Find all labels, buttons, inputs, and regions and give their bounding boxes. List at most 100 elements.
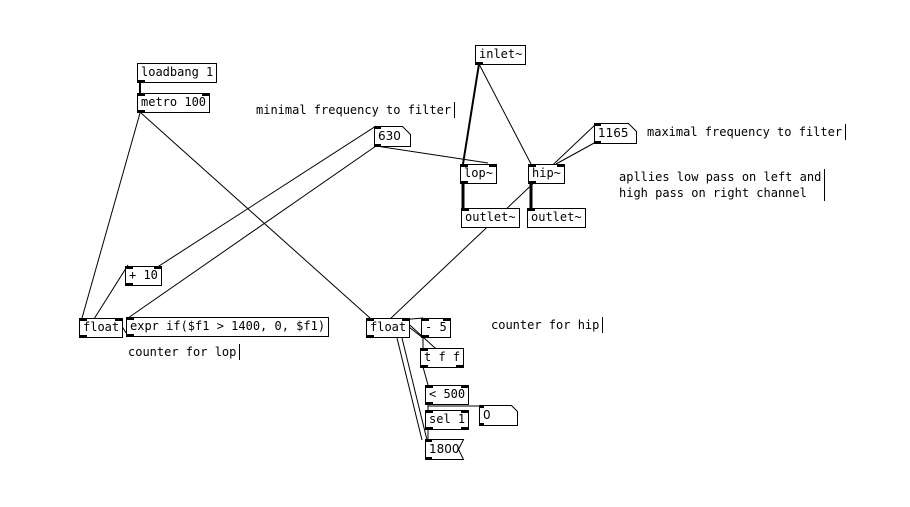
number-box-min-freq[interactable]: 630 bbox=[378, 129, 401, 143]
inlet[interactable] bbox=[425, 410, 433, 413]
inlet[interactable] bbox=[425, 385, 433, 388]
object-label: + 10 bbox=[129, 268, 158, 282]
inlet[interactable] bbox=[421, 318, 429, 321]
object-expr[interactable]: expr if($f1 > 1400, 0, $f1) bbox=[126, 317, 330, 337]
nb-1165-inlet bbox=[594, 123, 601, 126]
object-outlet-left[interactable]: outlet~ bbox=[461, 208, 520, 228]
connection[interactable] bbox=[422, 366, 429, 386]
object-label: t f f bbox=[424, 350, 461, 364]
connection[interactable] bbox=[401, 337, 428, 441]
outlet[interactable] bbox=[456, 365, 465, 368]
object-label: lop~ bbox=[464, 166, 493, 180]
comment-hip-counter: counter for hip bbox=[491, 317, 604, 333]
object-loadbang[interactable]: loadbang 1 bbox=[137, 63, 218, 83]
object-label: outlet~ bbox=[465, 210, 516, 224]
connection[interactable] bbox=[375, 145, 489, 164]
object-label: inlet~ bbox=[479, 47, 523, 61]
object-label: < 500 bbox=[429, 387, 466, 401]
object-label: sel 1 bbox=[429, 412, 466, 426]
connection[interactable] bbox=[140, 112, 371, 319]
inlet[interactable] bbox=[126, 317, 134, 320]
inlet[interactable] bbox=[79, 318, 87, 321]
comment-min-freq: minimal frequency to filter bbox=[256, 102, 456, 118]
inlet[interactable] bbox=[202, 93, 211, 96]
inlet[interactable] bbox=[420, 348, 428, 351]
inlet[interactable] bbox=[442, 318, 451, 321]
nb-0-inlet bbox=[479, 405, 484, 408]
object-hip-tilde[interactable]: hip~ bbox=[528, 164, 565, 184]
msg-1800-inlet bbox=[425, 439, 432, 442]
inlet[interactable] bbox=[527, 208, 535, 211]
msg-1800-outlet bbox=[425, 457, 432, 460]
inlet[interactable] bbox=[125, 266, 133, 269]
outlet[interactable] bbox=[126, 334, 134, 337]
object-label: float bbox=[370, 320, 407, 334]
outlet[interactable] bbox=[425, 402, 433, 405]
outlet[interactable] bbox=[137, 80, 145, 83]
number-box-shape-1165 bbox=[594, 123, 637, 144]
inlet[interactable] bbox=[528, 164, 536, 167]
outlet[interactable] bbox=[125, 283, 133, 286]
object-plus-10[interactable]: + 10 bbox=[125, 266, 162, 286]
outlet[interactable] bbox=[425, 427, 433, 430]
nb-630-outlet bbox=[374, 144, 381, 147]
inlet[interactable] bbox=[115, 318, 124, 321]
number-box-max-freq[interactable]: 1165 bbox=[598, 126, 629, 140]
object-metro[interactable]: metro 100 bbox=[137, 93, 211, 113]
inlet[interactable] bbox=[402, 318, 411, 321]
object-outlet-right[interactable]: outlet~ bbox=[527, 208, 586, 228]
inlet[interactable] bbox=[366, 318, 374, 321]
outlet[interactable] bbox=[366, 335, 374, 338]
nb-0-outlet bbox=[479, 423, 484, 426]
connection[interactable] bbox=[478, 63, 532, 165]
inlet[interactable] bbox=[461, 385, 470, 388]
outlet[interactable] bbox=[137, 110, 145, 113]
object-label: loadbang 1 bbox=[141, 65, 214, 79]
object-minus-5[interactable]: - 5 bbox=[421, 318, 451, 338]
object-label: metro 100 bbox=[141, 95, 207, 109]
object-sel-1[interactable]: sel 1 bbox=[425, 410, 470, 430]
object-lop-tilde[interactable]: lop~ bbox=[460, 164, 497, 184]
inlet[interactable] bbox=[461, 208, 469, 211]
object-trigger[interactable]: t f f bbox=[420, 348, 465, 368]
connection[interactable] bbox=[396, 337, 423, 441]
connection[interactable] bbox=[462, 63, 480, 165]
comment-lop-counter: counter for lop bbox=[128, 344, 241, 360]
comment-max-freq: maximal frequency to filter bbox=[647, 124, 847, 140]
outlet[interactable] bbox=[461, 427, 470, 430]
connection[interactable] bbox=[127, 125, 377, 287]
nb-1165-outlet bbox=[594, 141, 601, 144]
connection[interactable] bbox=[127, 145, 377, 319]
inlet[interactable] bbox=[461, 410, 470, 413]
connection[interactable] bbox=[369, 123, 597, 339]
outlet[interactable] bbox=[421, 335, 429, 338]
number-box-shape-0 bbox=[479, 405, 518, 426]
number-box-shape-630 bbox=[374, 126, 411, 147]
object-float-lop[interactable]: float bbox=[79, 318, 124, 338]
outlet[interactable] bbox=[79, 335, 87, 338]
inlet[interactable] bbox=[460, 164, 468, 167]
object-float-hip[interactable]: float bbox=[366, 318, 411, 338]
object-label: - 5 bbox=[425, 320, 447, 334]
inlet[interactable] bbox=[556, 164, 565, 167]
outlet[interactable] bbox=[460, 181, 468, 184]
object-less-500[interactable]: < 500 bbox=[425, 385, 470, 405]
object-inlet-tilde[interactable]: inlet~ bbox=[475, 45, 527, 65]
inlet[interactable] bbox=[153, 266, 162, 269]
connection[interactable] bbox=[555, 141, 597, 165]
number-box-zero[interactable]: 0 bbox=[483, 408, 491, 422]
message-box-1800[interactable]: 1800 bbox=[429, 442, 460, 456]
object-label: expr if($f1 > 1400, 0, $f1) bbox=[130, 319, 326, 333]
nb-630-inlet bbox=[374, 126, 381, 129]
object-label: float bbox=[83, 320, 120, 334]
outlet[interactable] bbox=[475, 62, 483, 65]
outlet[interactable] bbox=[528, 181, 536, 184]
message-box-shape-1800 bbox=[425, 439, 465, 460]
inlet[interactable] bbox=[488, 164, 497, 167]
outlet[interactable] bbox=[420, 365, 428, 368]
object-label: hip~ bbox=[532, 166, 561, 180]
connection[interactable] bbox=[81, 112, 141, 319]
inlet[interactable] bbox=[137, 93, 145, 96]
object-label: outlet~ bbox=[531, 210, 582, 224]
comment-description: apllies low pass on left and high pass o… bbox=[619, 169, 826, 201]
